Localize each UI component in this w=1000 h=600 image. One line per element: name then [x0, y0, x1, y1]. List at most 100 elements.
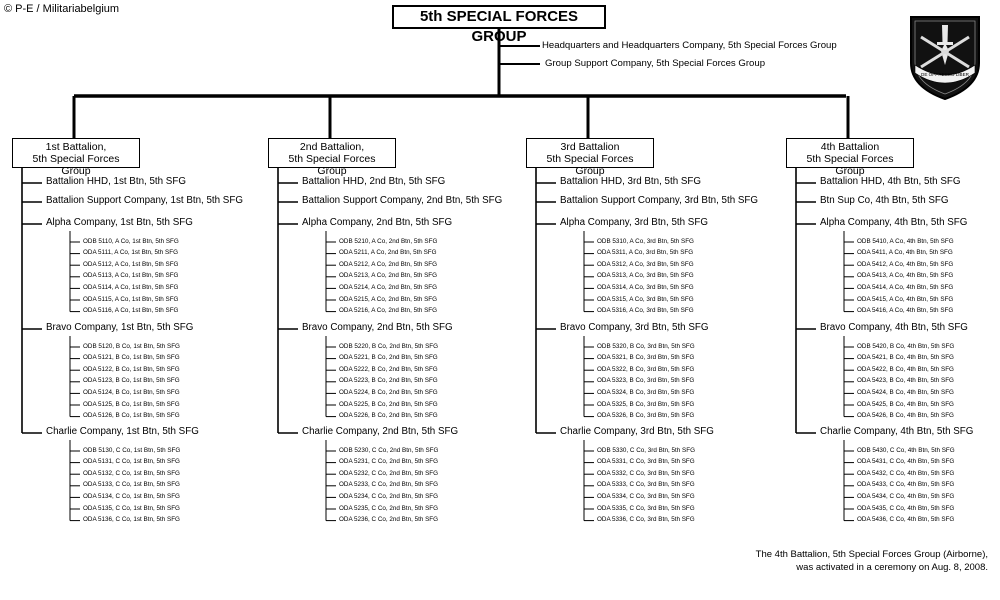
detachment-label: ODA 5234, C Co, 2nd Btn, 5th SFG	[339, 492, 439, 500]
detachment-label: ODA 5435, C Co, 4th Btn, 5th SFG	[857, 504, 955, 512]
company-label: Battalion Support Company, 1st Btn, 5th …	[46, 195, 243, 206]
detachment-label: ODA 5411, A Co, 4th Btn, 5th SFG	[857, 249, 953, 257]
detachment-label: ODB 5320, B Co, 3rd Btn, 5th SFG	[597, 342, 695, 350]
detachment-label: ODA 5434, C Co, 4th Btn, 5th SFG	[857, 492, 955, 500]
detachment-label: ODA 5332, C Co, 3rd Btn, 5th SFG	[597, 469, 695, 477]
detachment-label: ODA 5413, A Co, 4th Btn, 5th SFG	[857, 272, 954, 280]
company-label: Battalion Support Company, 2nd Btn, 5th …	[302, 195, 503, 206]
detachment-label: ODA 5335, C Co, 3rd Btn, 5th SFG	[597, 504, 695, 512]
detachment-label: ODA 5111, A Co, 1st Btn, 5th SFG	[83, 249, 178, 257]
detachment-label: ODA 5226, B Co, 2nd Btn, 5th SFG	[339, 412, 438, 420]
detachment-label: ODA 5423, B Co, 4th Btn, 5th SFG	[857, 377, 954, 385]
company-label: Battalion HHD, 4th Btn, 5th SFG	[820, 176, 961, 187]
company-label: Bravo Company, 2nd Btn, 5th SFG	[302, 322, 453, 333]
detachment-label: ODA 5211, A Co, 2nd Btn, 5th SFG	[339, 249, 437, 257]
hq-company-label: Headquarters and Headquarters Company, 5…	[542, 40, 837, 51]
battalion-box: 3rd Battalion 5th Special Forces Group	[526, 138, 654, 177]
detachment-label: ODA 5112, A Co, 1st Btn, 5th SFG	[83, 260, 179, 268]
group-title: 5th SPECIAL FORCES GROUP	[392, 5, 606, 45]
detachment-label: ODA 5126, B Co, 1st Btn, 5th SFG	[83, 412, 180, 420]
copyright-notice: © P-E / Militariabelgium	[4, 3, 120, 15]
detachment-label: ODA 5311, A Co, 3rd Btn, 5th SFG	[597, 249, 694, 257]
detachment-label: ODA 5224, B Co, 2nd Btn, 5th SFG	[339, 388, 438, 396]
detachment-label: ODA 5225, B Co, 2nd Btn, 5th SFG	[339, 400, 438, 408]
detachment-label: ODB 5310, A Co, 3rd Btn, 5th SFG	[597, 237, 694, 245]
detachment-label: ODA 5132, C Co, 1st Btn, 5th SFG	[83, 469, 180, 477]
company-label: Battalion HHD, 2nd Btn, 5th SFG	[302, 176, 446, 187]
detachment-label: ODA 5216, A Co, 2nd Btn, 5th SFG	[339, 307, 438, 315]
company-label: Charlie Company, 1st Btn, 5th SFG	[46, 426, 199, 437]
company-label: Alpha Company, 4th Btn, 5th SFG	[820, 217, 968, 228]
company-label: Battalion Support Company, 3rd Btn, 5th …	[560, 195, 759, 206]
detachment-label: ODA 5125, B Co, 1st Btn, 5th SFG	[83, 400, 180, 408]
company-label: Bravo Company, 4th Btn, 5th SFG	[820, 322, 968, 333]
detachment-label: ODA 5412, A Co, 4th Btn, 5th SFG	[857, 260, 954, 268]
detachment-label: ODA 5326, B Co, 3rd Btn, 5th SFG	[597, 412, 695, 420]
detachment-label: ODA 5212, A Co, 2nd Btn, 5th SFG	[339, 260, 438, 268]
detachment-label: ODA 5214, A Co, 2nd Btn, 5th SFG	[339, 283, 438, 291]
detachment-label: ODA 5316, A Co, 3rd Btn, 5th SFG	[597, 307, 694, 315]
detachment-label: ODA 5333, C Co, 3rd Btn, 5th SFG	[597, 481, 695, 489]
detachment-label: ODA 5416, A Co, 4th Btn, 5th SFG	[857, 307, 954, 315]
company-label: Charlie Company, 3rd Btn, 5th SFG	[560, 426, 714, 437]
detachment-label: ODA 5213, A Co, 2nd Btn, 5th SFG	[339, 272, 438, 280]
detachment-label: ODA 5424, B Co, 4th Btn, 5th SFG	[857, 388, 954, 396]
detachment-label: ODB 5130, C Co, 1st Btn, 5th SFG	[83, 446, 181, 454]
company-label: Alpha Company, 3rd Btn, 5th SFG	[560, 217, 708, 228]
detachment-label: ODA 5324, B Co, 3rd Btn, 5th SFG	[597, 388, 695, 396]
detachment-label: ODA 5123, B Co, 1st Btn, 5th SFG	[83, 377, 180, 385]
detachment-label: ODA 5325, B Co, 3rd Btn, 5th SFG	[597, 400, 695, 408]
detachment-label: ODA 5215, A Co, 2nd Btn, 5th SFG	[339, 295, 438, 303]
detachment-label: ODB 5330, C Co, 3rd Btn, 5th SFG	[597, 446, 695, 454]
company-label: Battalion HHD, 1st Btn, 5th SFG	[46, 176, 186, 187]
detachment-label: ODA 5331, C Co, 3rd Btn, 5th SFG	[597, 458, 695, 466]
detachment-label: ODA 5121, B Co, 1st Btn, 5th SFG	[83, 354, 180, 362]
detachment-label: ODA 5415, A Co, 4th Btn, 5th SFG	[857, 295, 954, 303]
company-label: Charlie Company, 4th Btn, 5th SFG	[820, 426, 974, 437]
company-label: Bravo Company, 3rd Btn, 5th SFG	[560, 322, 709, 333]
detachment-label: ODB 5120, B Co, 1st Btn, 5th SFG	[83, 342, 180, 350]
detachment-label: ODA 5222, B Co, 2nd Btn, 5th SFG	[339, 365, 438, 373]
detachment-label: ODB 5430, C Co, 4th Btn, 5th SFG	[857, 446, 955, 454]
detachment-label: ODA 5321, B Co, 3rd Btn, 5th SFG	[597, 354, 695, 362]
detachment-label: ODA 5334, C Co, 3rd Btn, 5th SFG	[597, 492, 695, 500]
detachment-label: ODA 5236, C Co, 2nd Btn, 5th SFG	[339, 516, 439, 524]
detachment-label: ODA 5312, A Co, 3rd Btn, 5th SFG	[597, 260, 694, 268]
detachment-label: ODA 5414, A Co, 4th Btn, 5th SFG	[857, 283, 954, 291]
company-label: Charlie Company, 2nd Btn, 5th SFG	[302, 426, 459, 437]
detachment-label: ODA 5233, C Co, 2nd Btn, 5th SFG	[339, 481, 439, 489]
detachment-label: ODA 5313, A Co, 3rd Btn, 5th SFG	[597, 272, 694, 280]
detachment-label: ODA 5426, B Co, 4th Btn, 5th SFG	[857, 412, 954, 420]
detachment-label: ODA 5131, C Co, 1st Btn, 5th SFG	[83, 458, 180, 466]
activation-footnote: The 4th Battalion, 5th Special Forces Gr…	[755, 549, 988, 573]
detachment-label: ODA 5124, B Co, 1st Btn, 5th SFG	[83, 388, 180, 396]
detachment-label: ODA 5115, A Co, 1st Btn, 5th SFG	[83, 295, 179, 303]
battalion-box: 4th Battalion 5th Special Forces Group	[786, 138, 914, 177]
company-label: Alpha Company, 2nd Btn, 5th SFG	[302, 217, 453, 228]
detachment-label: ODA 5232, C Co, 2nd Btn, 5th SFG	[339, 469, 439, 477]
detachment-label: ODA 5431, C Co, 4th Btn, 5th SFG	[857, 458, 955, 466]
detachment-label: ODA 5323, B Co, 3rd Btn, 5th SFG	[597, 377, 695, 385]
detachment-label: ODA 5432, C Co, 4th Btn, 5th SFG	[857, 469, 955, 477]
detachment-label: ODA 5134, C Co, 1st Btn, 5th SFG	[83, 492, 180, 500]
detachment-label: ODA 5421, B Co, 4th Btn, 5th SFG	[857, 354, 954, 362]
group-support-company-label: Group Support Company, 5th Special Force…	[545, 58, 766, 69]
company-label: Btn Sup Co, 4th Btn, 5th SFG	[820, 195, 949, 206]
detachment-label: ODA 5336, C Co, 3rd Btn, 5th SFG	[597, 516, 695, 524]
detachment-label: ODA 5122, B Co, 1st Btn, 5th SFG	[83, 365, 180, 373]
detachment-label: ODA 5425, B Co, 4th Btn, 5th SFG	[857, 400, 954, 408]
detachment-label: ODA 5422, B Co, 4th Btn, 5th SFG	[857, 365, 954, 373]
detachment-label: ODA 5114, A Co, 1st Btn, 5th SFG	[83, 283, 179, 291]
detachment-label: ODA 5133, C Co, 1st Btn, 5th SFG	[83, 481, 180, 489]
detachment-label: ODB 5230, C Co, 2nd Btn, 5th SFG	[339, 446, 439, 454]
battalion-box: 2nd Battalion, 5th Special Forces Group	[268, 138, 396, 177]
special-forces-shield-icon: DE OPPRESSO LIBER	[910, 16, 980, 101]
detachment-label: ODA 5235, C Co, 2nd Btn, 5th SFG	[339, 504, 439, 512]
detachment-label: ODA 5113, A Co, 1st Btn, 5th SFG	[83, 272, 179, 280]
detachment-label: ODA 5322, B Co, 3rd Btn, 5th SFG	[597, 365, 695, 373]
detachment-label: ODB 5220, B Co, 2nd Btn, 5th SFG	[339, 342, 439, 350]
insignia-motto: DE OPPRESSO LIBER	[921, 72, 970, 77]
detachment-label: ODA 5116, A Co, 1st Btn, 5th SFG	[83, 307, 179, 315]
detachment-label: ODA 5436, C Co, 4th Btn, 5th SFG	[857, 516, 955, 524]
